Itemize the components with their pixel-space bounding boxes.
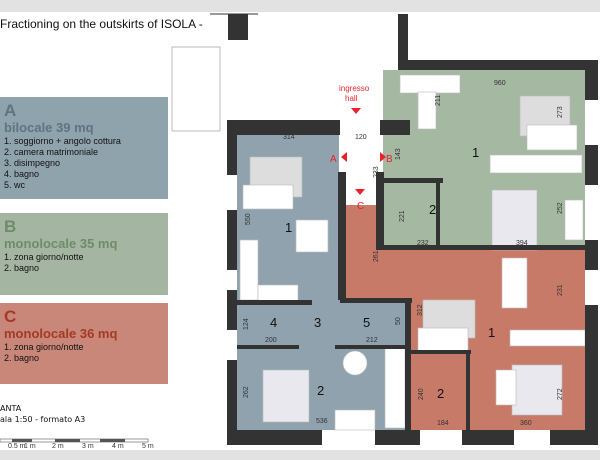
room-number: 1 bbox=[285, 220, 292, 235]
entrance-arrow-icon bbox=[351, 108, 361, 114]
scale-bar: 0.5 m 1 m 2 m 3 m 4 m 5 m bbox=[0, 438, 154, 450]
room-number: 2 bbox=[317, 383, 324, 398]
footer-line2: ala 1:50 - formato A3 bbox=[0, 415, 86, 424]
room-item: 1. zona giorno/notte bbox=[4, 252, 84, 262]
dim-label: 536 bbox=[316, 418, 328, 425]
room-item: 2. bagno bbox=[4, 263, 40, 273]
scale-tick: 0.5 m bbox=[8, 443, 26, 450]
bottom-bar bbox=[0, 450, 600, 460]
dim-label: 232 bbox=[417, 240, 429, 247]
dim-label: 252 bbox=[557, 202, 564, 214]
room-number: 2 bbox=[429, 202, 436, 217]
room-item: 2. bagno bbox=[4, 353, 40, 363]
apartment-letter: A bbox=[4, 101, 17, 120]
dim-label: 273 bbox=[557, 106, 564, 118]
dim-label: 314 bbox=[283, 134, 295, 141]
dim-label: 262 bbox=[243, 386, 250, 398]
room-number: 4 bbox=[270, 315, 277, 330]
dim-label: 240 bbox=[418, 388, 425, 400]
dimensions: 314 120 233 143 550 261 124 200 212 50 2… bbox=[243, 80, 564, 427]
dim-label: 221 bbox=[399, 210, 406, 222]
balcony-outline bbox=[171, 46, 221, 132]
dim-label: 312 bbox=[417, 304, 424, 316]
furniture bbox=[239, 74, 586, 431]
dim-label: 120 bbox=[355, 134, 367, 141]
arrow-c-icon bbox=[355, 189, 365, 195]
room-item: 1. soggiorno + angolo cottura bbox=[4, 136, 121, 146]
room-item: 3. disimpegno bbox=[4, 158, 61, 168]
arrow-a-icon bbox=[341, 152, 347, 162]
page-title: Fractioning on the outskirts of ISOLA - bbox=[0, 17, 205, 31]
dim-label: 960 bbox=[494, 80, 506, 87]
room-number: 2 bbox=[437, 386, 444, 401]
room-item: 4. bagno bbox=[4, 169, 40, 179]
dim-label: 261 bbox=[373, 250, 380, 262]
apartment-letter: B bbox=[4, 217, 17, 236]
dim-label: 50 bbox=[395, 317, 402, 325]
room-item: 2. camera matrimoniale bbox=[4, 147, 99, 157]
scale-tick: 4 m bbox=[112, 443, 124, 450]
entrance-label: ingresso bbox=[339, 84, 370, 93]
scale-tick: 2 m bbox=[52, 443, 64, 450]
room-number: 3 bbox=[314, 315, 321, 330]
dim-label: 231 bbox=[557, 284, 564, 296]
dim-label: 200 bbox=[265, 337, 277, 344]
entrance-label: hall bbox=[345, 94, 358, 103]
dim-label: 272 bbox=[557, 388, 564, 400]
apartment-subtitle: bilocale 39 mq bbox=[4, 120, 94, 135]
walls bbox=[227, 14, 598, 445]
dim-label: 550 bbox=[245, 213, 252, 225]
apartment-subtitle: monolocale 35 mq bbox=[4, 236, 118, 251]
dim-label: 233 bbox=[373, 166, 380, 178]
apartment-subtitle: monolocale 36 mq bbox=[4, 326, 118, 341]
dim-label: 360 bbox=[520, 420, 532, 427]
dim-label: 211 bbox=[435, 95, 442, 106]
apartment-letter: C bbox=[4, 307, 17, 326]
arrow-b-icon bbox=[380, 152, 386, 162]
entrance-c-label: C bbox=[357, 201, 364, 212]
room-number: 1 bbox=[472, 145, 479, 160]
dim-label: 394 bbox=[516, 240, 528, 247]
entrance-a-label: A bbox=[330, 154, 337, 165]
apartment-b-panel: B monolocale 35 mq 1. zona giorno/notte … bbox=[0, 213, 168, 295]
room-number: 1 bbox=[488, 325, 495, 340]
scale-tick: 5 m bbox=[142, 443, 154, 450]
scale-tick: 1 m bbox=[24, 443, 36, 450]
room-numbers: 1 2 3 4 5 1 2 1 2 bbox=[270, 145, 495, 401]
footer: ANTA ala 1:50 - formato A3 bbox=[0, 403, 85, 425]
dim-label: 212 bbox=[366, 337, 378, 344]
room-item: 1. zona giorno/notte bbox=[4, 342, 84, 352]
room-item: 5. wc bbox=[4, 180, 26, 190]
top-bar bbox=[0, 0, 600, 12]
footer-line1: ANTA bbox=[0, 404, 22, 413]
apartment-c-panel: C monolocale 36 mq 1. zona giorno/notte … bbox=[0, 303, 168, 384]
dim-label: 124 bbox=[243, 318, 250, 330]
apartment-a-panel: A bilocale 39 mq 1. soggiorno + angolo c… bbox=[0, 97, 168, 199]
dim-label: 184 bbox=[437, 420, 449, 427]
entrance-b-label: B bbox=[386, 154, 393, 165]
dim-label: 143 bbox=[395, 148, 402, 160]
scale-tick: 3 m bbox=[82, 443, 94, 450]
room-number: 5 bbox=[363, 315, 370, 330]
